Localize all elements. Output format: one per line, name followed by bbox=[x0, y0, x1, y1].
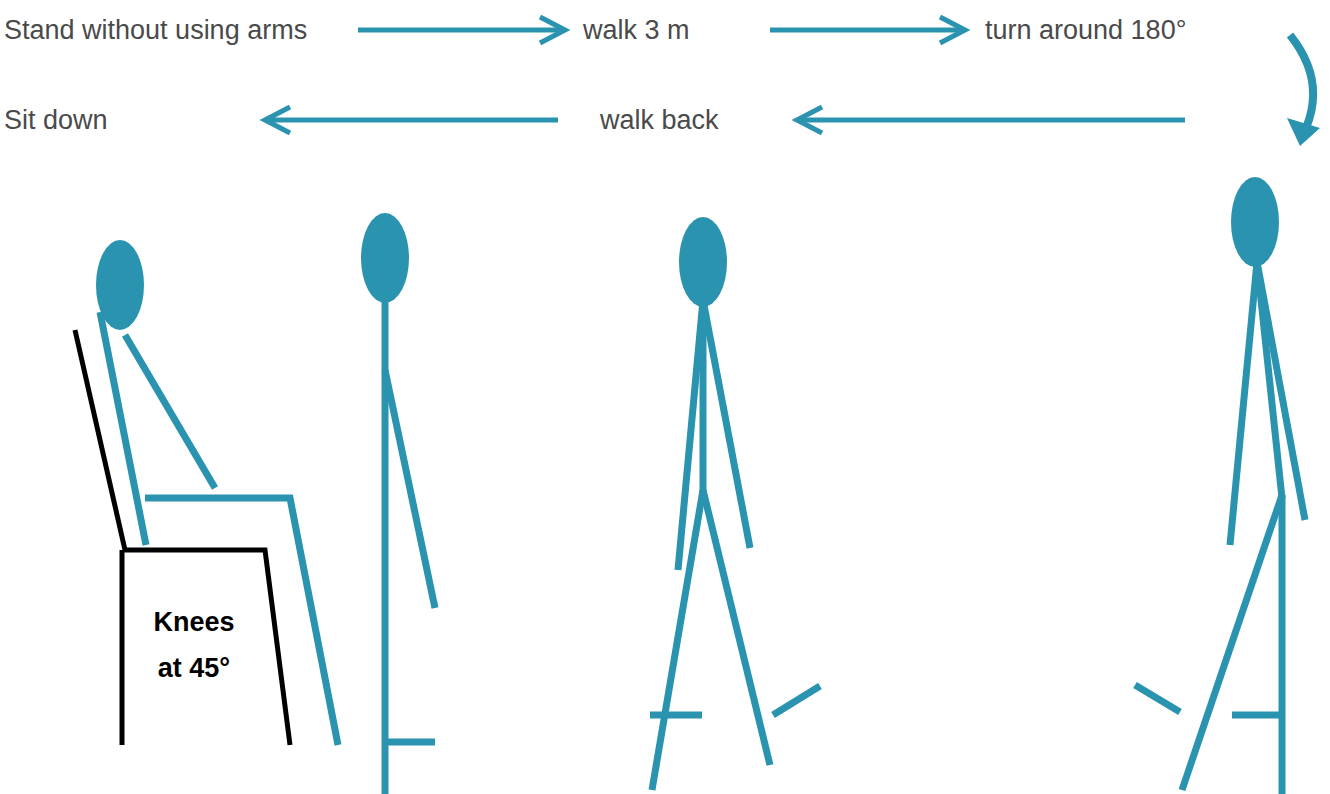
chair-note: Knees at 45° bbox=[149, 599, 239, 691]
sitting-figure bbox=[96, 240, 338, 745]
standing-figure bbox=[361, 213, 435, 794]
arm bbox=[125, 335, 215, 488]
foot bbox=[773, 686, 820, 715]
chair bbox=[75, 330, 290, 745]
arm bbox=[385, 370, 435, 608]
arrow-head bbox=[540, 17, 565, 43]
turning-figure bbox=[1135, 177, 1305, 794]
step-label: turn around 180° bbox=[985, 14, 1186, 46]
leg bbox=[1279, 495, 1286, 794]
arrow-head bbox=[940, 17, 965, 43]
turn-arrow-head bbox=[1287, 118, 1320, 146]
walking-figure bbox=[650, 217, 820, 790]
foot bbox=[1232, 712, 1282, 719]
chair-leg bbox=[120, 550, 125, 745]
step-label: walk back bbox=[600, 104, 719, 136]
step-label: walk 3 m bbox=[583, 14, 690, 46]
turn-arrow bbox=[1290, 35, 1313, 128]
arrow-head bbox=[797, 107, 822, 133]
leg bbox=[1182, 495, 1282, 790]
foot bbox=[385, 739, 435, 746]
arm bbox=[1257, 262, 1305, 520]
flow-arrow bbox=[797, 118, 1185, 123]
arrow-head bbox=[265, 107, 290, 133]
step-label: Sit down bbox=[4, 104, 108, 136]
step-label: Stand without using arms bbox=[4, 14, 307, 46]
leg bbox=[145, 498, 338, 745]
leg bbox=[703, 490, 770, 765]
foot bbox=[1135, 685, 1180, 712]
flow-arrow bbox=[265, 118, 558, 123]
figures bbox=[96, 177, 1305, 794]
head bbox=[679, 217, 727, 307]
flow-arrow bbox=[358, 28, 565, 33]
leg bbox=[652, 490, 703, 790]
torso bbox=[100, 312, 146, 545]
head bbox=[1231, 177, 1279, 267]
flow-arrow bbox=[770, 28, 965, 33]
arm bbox=[1230, 262, 1257, 545]
head bbox=[361, 213, 409, 303]
chair-seat bbox=[123, 550, 290, 745]
chair-back bbox=[75, 330, 125, 550]
foot bbox=[650, 712, 702, 719]
